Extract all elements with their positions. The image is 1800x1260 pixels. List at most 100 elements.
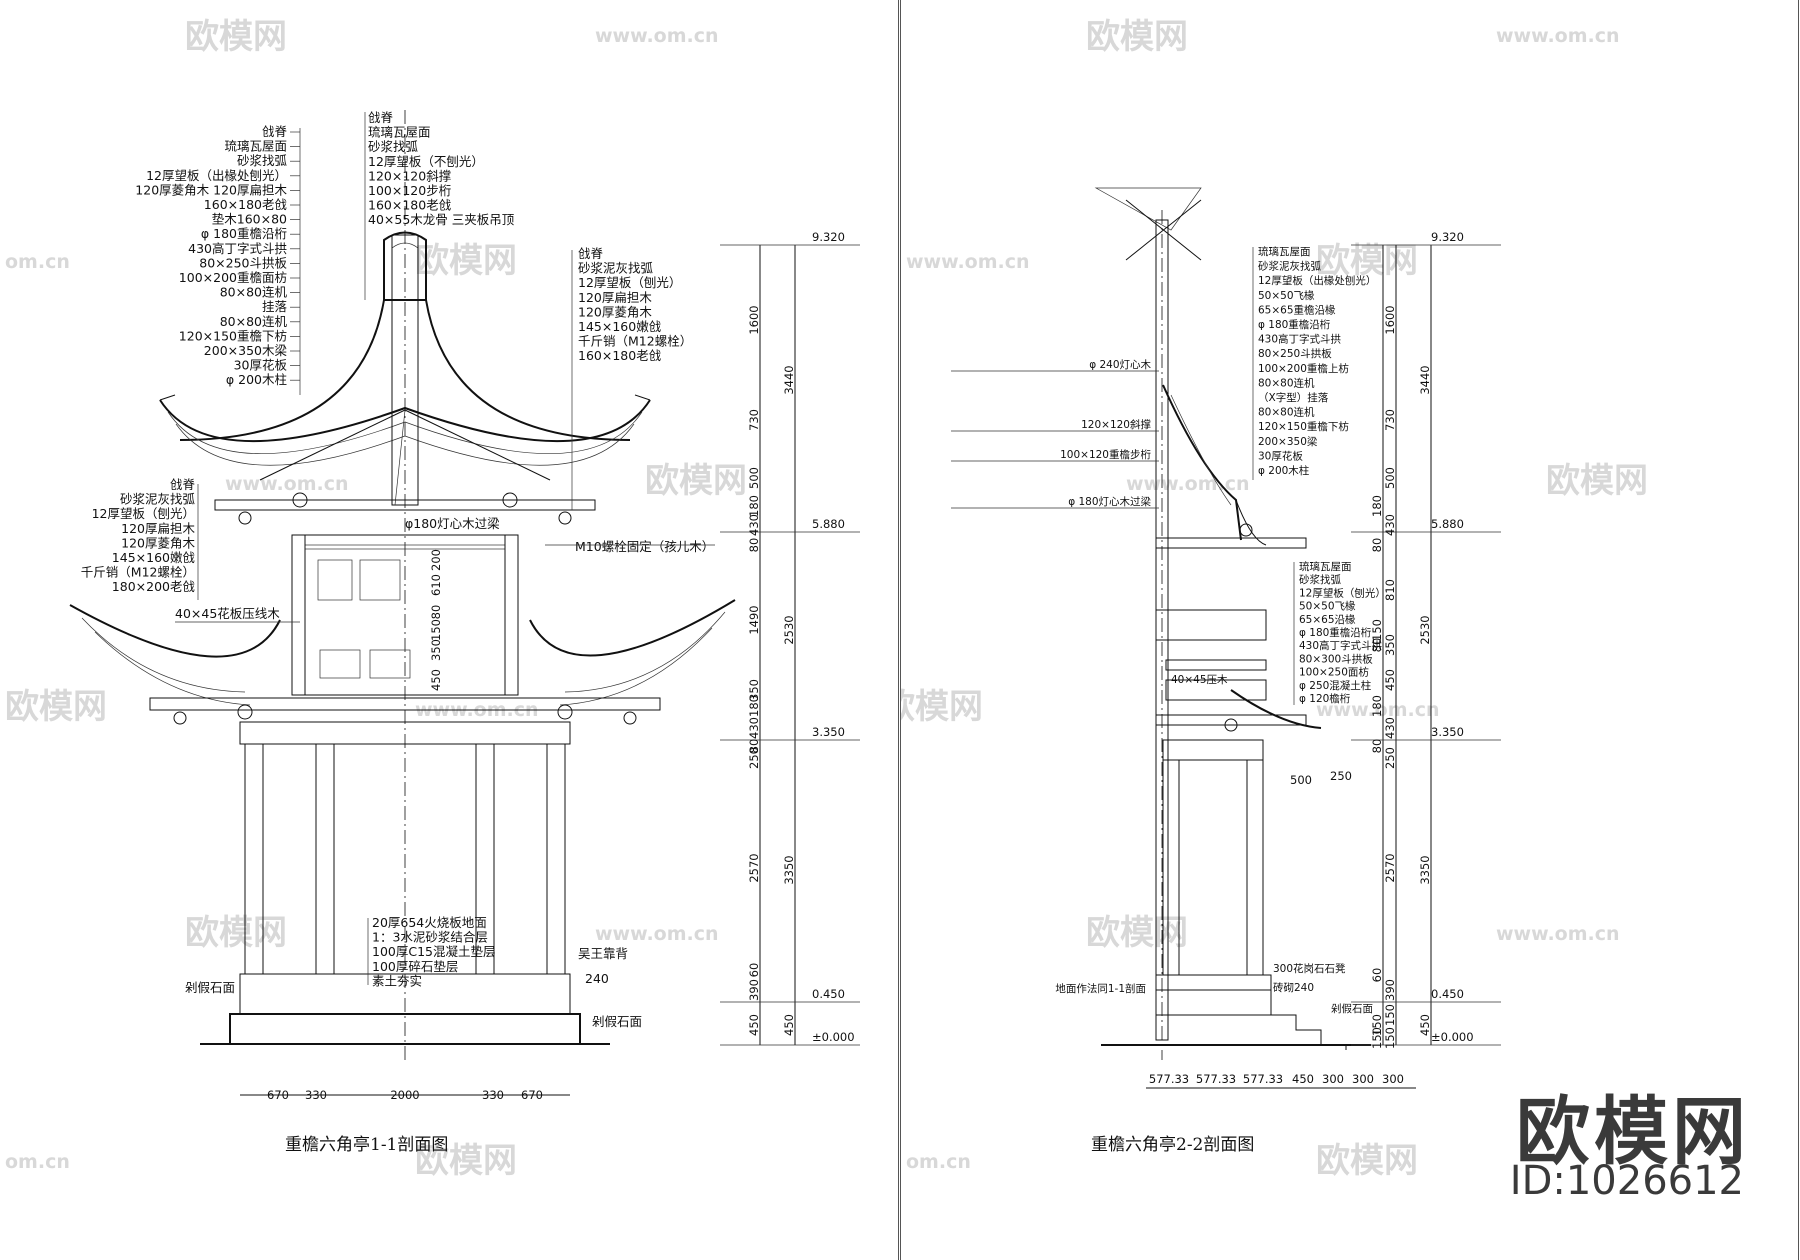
dimension-label: 2530 [1418, 615, 1432, 644]
brick-label: 砖砌240 [1273, 981, 1314, 994]
annotation-label: 砂浆找弧 [237, 153, 288, 168]
watermark-url: om.cn [5, 1151, 70, 1173]
annotation-label: 120厚菱角木 120厚扁担木 [135, 182, 287, 197]
dimension-label: 730 [747, 409, 761, 431]
annotation-label: φ 200木柱 [226, 372, 287, 387]
annotation-label: φ 180重檐沿桁 [201, 226, 287, 241]
dimension-label: 150 [1370, 619, 1384, 641]
annotation-label: 砂浆泥灰找弧 [578, 261, 654, 276]
watermark-brand: 欧模网 [645, 461, 747, 501]
annotation-label: 145×160嫩戗 [112, 550, 195, 565]
dimension-label: 450 [1383, 669, 1397, 691]
annotation-label: 千斤销（M12螺栓） [578, 334, 692, 349]
dimension-label: 670 [521, 1088, 543, 1102]
brand-id: ID:1026612 [1509, 1158, 1744, 1204]
dimension-label: 3440 [782, 365, 796, 394]
dimension-label: 250 [1330, 769, 1352, 783]
annotation-label: 12厚望板（不刨光） [368, 154, 484, 169]
dimension-label: 3350 [782, 855, 796, 884]
panel-label: 40×45花板压线木 [175, 606, 280, 621]
elevation-label: ±0.000 [1431, 1030, 1474, 1044]
dimension-label: 500 [1383, 467, 1397, 489]
dimension-label: 300 [1352, 1072, 1374, 1086]
section-1-1-sheet: 欧模网 www.om.cn 欧模网 om.cn 欧模网 www.om.cn 欧模… [0, 0, 899, 1260]
annotation-label: 430高丁字式斗拱 [188, 241, 287, 256]
watermark-brand: 欧模网 [415, 1141, 517, 1181]
stone-bench-label: 300花岗石石凳 [1273, 962, 1346, 975]
annotation-label: 80×250斗拱板 [1258, 347, 1332, 360]
watermark-url: www.om.cn [595, 25, 719, 47]
elevation-label: 5.880 [812, 517, 845, 531]
annotation-label: 80×80连机 [220, 285, 288, 300]
annotation-label: 200×350梁 [1258, 435, 1318, 448]
annotation-label: 戗脊 [170, 477, 196, 492]
watermark-url: www.om.cn [906, 251, 1030, 273]
dimension-label: 180 [1370, 495, 1384, 517]
annotation-label: 12厚望板（出椽处刨光） [146, 168, 287, 183]
dimension-label: 80 [747, 739, 761, 754]
annotation-label: 砂浆泥灰找弧 [120, 492, 196, 507]
annotation-label: 琉璃瓦屋面 [368, 125, 431, 140]
vertical-dimension-lines [1351, 244, 1501, 1046]
roof-finial [1094, 187, 1202, 261]
dimension-label: 450 [429, 669, 443, 691]
dimension-label: 330 [305, 1088, 327, 1102]
dimension-label: 150 [1370, 1027, 1384, 1049]
annotation-label: 砂浆找弧 [368, 139, 419, 154]
watermark-url: www.om.cn [225, 473, 349, 495]
dimension-label: 180 [747, 495, 761, 517]
dimension-label: 390 [747, 979, 761, 1001]
watermark-brand: 欧模网 [1086, 913, 1188, 953]
base-label: 1：3水泥砂浆结合层 [372, 930, 488, 945]
elevation-label: 5.880 [1431, 517, 1464, 531]
dimension-label: 730 [1383, 409, 1397, 431]
annotation-label: 戗脊 [262, 124, 288, 139]
watermark-url: www.om.cn [1496, 923, 1620, 945]
dimension-label: 1600 [747, 305, 761, 334]
dimension-label: 350 [429, 639, 443, 661]
dimension-label: 430 [747, 717, 761, 739]
vertical-dimension-lines [720, 244, 860, 1046]
annotation-label: 100×200重檐面枋 [179, 270, 287, 285]
section-2-2-sheet: 欧模网 www.om.cn 欧模网 www.om.cn 欧模网 www.om.c… [900, 0, 1799, 1260]
annotation-label: 戗脊 [368, 110, 394, 125]
dimension-label: 150 [429, 619, 443, 641]
watermark-brand: 欧模网 [901, 687, 983, 727]
annotation-label: 120×150重檐下枋 [179, 328, 287, 343]
dimension-label: 450 [782, 1014, 796, 1036]
annotation-label: 430高丁字式斗拱 [1258, 333, 1342, 346]
annotation-label: 30厚花板 [1258, 449, 1303, 462]
columns-and-base [200, 721, 610, 1045]
annotation-label: 12厚望板（刨光） [1299, 586, 1386, 599]
watermark-brand: 欧模网 [1316, 1141, 1418, 1181]
annotation-label: φ 180重檐沿桁 [1258, 318, 1331, 331]
annotation-label: 12厚望板（刨光） [578, 275, 681, 290]
annotation-label: 12厚望板（刨光） [92, 506, 195, 521]
dimension-label: 430 [747, 514, 761, 536]
dimension-label: 3350 [1418, 855, 1432, 884]
dimension-label: 80 [747, 538, 761, 553]
annotation-label: 65×65重檐沿椽 [1258, 303, 1336, 316]
annotation-label: 80×300斗拱板 [1299, 652, 1373, 665]
watermark-brand: 欧模网 [415, 241, 517, 281]
elevation-label: 0.450 [812, 987, 845, 1001]
annotation-label: 垫木160×80 [212, 212, 287, 227]
annotation-label: 砂浆找弧 [1299, 573, 1341, 586]
dimension-label: 810 [1383, 579, 1397, 601]
dimension-label: 180 [1370, 695, 1384, 717]
dimension-label: 450 [747, 1014, 761, 1036]
annotation-label: 琉璃瓦屋面 [224, 139, 287, 154]
annotation-label: 琉璃瓦屋面 [1299, 560, 1352, 573]
annotation-label: φ 180灯心木过梁 [1068, 495, 1151, 508]
dimension-label: 3440 [1418, 365, 1432, 394]
annotation-label: 砂浆泥灰找弧 [1258, 260, 1321, 273]
dimension-label: 430 [1383, 514, 1397, 536]
backrest-label: 吴王靠背 [578, 946, 628, 961]
annotation-label: 80×250斗拱板 [199, 255, 287, 270]
annotation-label: 琉璃瓦屋面 [1258, 245, 1311, 258]
annotation-label: （X字型）挂落 [1258, 391, 1329, 404]
annotation-label: 120厚扁担木 [121, 521, 195, 536]
base-label: 20厚654火烧板地面 [372, 915, 487, 930]
stone-face-label: 剁假石面 [592, 1014, 642, 1029]
drawing-title: 重檐六角亭1-1剖面图 [285, 1135, 448, 1155]
